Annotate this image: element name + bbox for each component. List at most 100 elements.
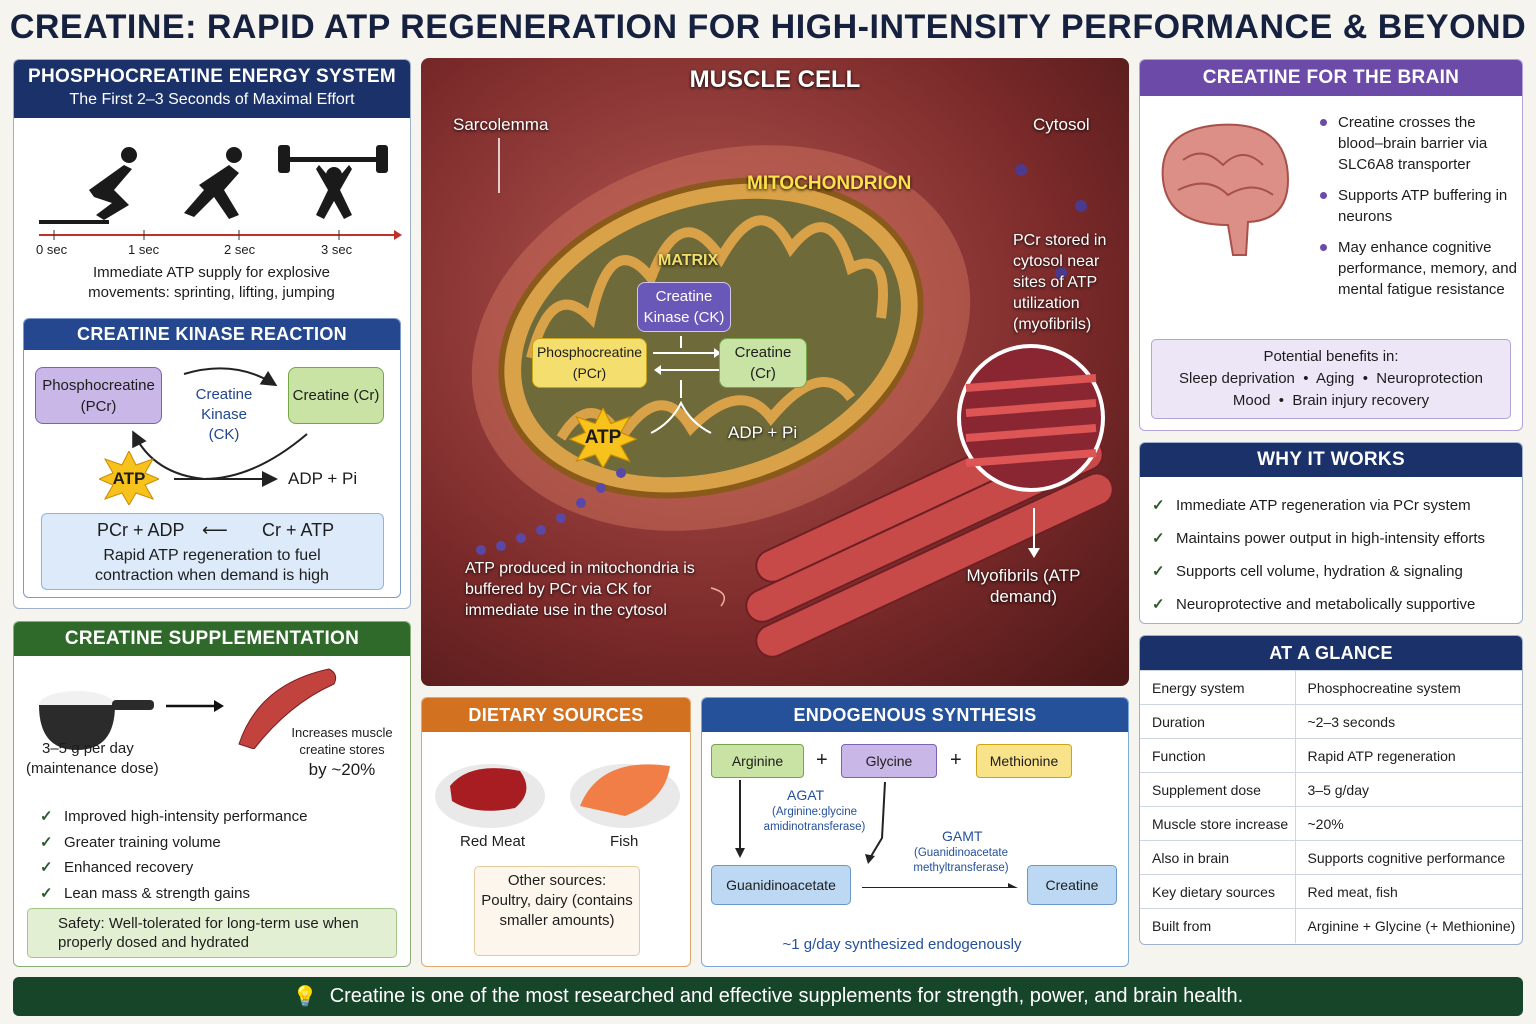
table-cell: Key dietary sources: [1140, 874, 1296, 909]
ck-enzyme-label: Creatine Kinase (CK): [195, 386, 253, 443]
eq-description: Rapid ATP regeneration to fuel contracti…: [95, 547, 329, 584]
lightbulb-icon: 💡: [292, 986, 318, 1008]
plus-2: +: [950, 749, 962, 771]
why-item: Neuroprotective and metabolically suppor…: [1152, 588, 1485, 621]
brain-point: May enhance cognitive performance, memor…: [1318, 237, 1518, 300]
brain-title: CREATINE FOR THE BRAIN: [1140, 60, 1522, 96]
diet-fish: Fish: [610, 833, 639, 850]
safety-note: Safety: Well-tolerated for long-term use…: [27, 908, 397, 958]
diet-title: DIETARY SOURCES: [422, 698, 690, 732]
benefit-item: Improved high-intensity performance: [40, 804, 307, 830]
arginine-box: Arginine: [711, 744, 804, 778]
ck-reaction-panel: CREATINE KINASE REACTION Phosphocreatine…: [23, 318, 401, 598]
tick-3: 3 sec: [321, 242, 353, 257]
glance-title: AT A GLANCE: [1140, 636, 1522, 670]
why-list: Immediate ATP regeneration via PCr syste…: [1152, 489, 1485, 621]
why-item: Supports cell volume, hydration & signal…: [1152, 555, 1485, 588]
why-item: Immediate ATP regeneration via PCr syste…: [1152, 489, 1485, 522]
food-illustration: [435, 764, 680, 828]
pcr-subtitle: The First 2–3 Seconds of Maximal Effort: [69, 91, 355, 108]
table-cell: Arginine + Glycine (+ Methionine): [1295, 908, 1522, 943]
table-cell: ~20%: [1295, 806, 1522, 841]
footer-text: Creatine is one of the most researched a…: [329, 985, 1244, 1007]
cytosol-label: Cytosol: [1033, 115, 1090, 134]
buffer-label: ATP produced in mitochondria is buffered…: [465, 560, 695, 619]
table-row: Duration~2–3 seconds: [1140, 704, 1522, 739]
eq-right: Cr + ATP: [262, 520, 335, 540]
ck-atp-star: [99, 451, 159, 505]
supp-dose: 3–5 g per day: [42, 740, 134, 757]
pcr-stored-label: PCr stored in cytosol near sites of ATP …: [1013, 232, 1107, 333]
ck-pcr-box: Phosphocreatine (PCr): [35, 367, 162, 424]
table-cell: Function: [1140, 738, 1296, 773]
benefits-line-2: Mood • Brain injury recovery: [1232, 392, 1430, 409]
supp-increase-by: by ~20%: [308, 760, 376, 779]
sarcolemma-label: Sarcolemma: [453, 115, 549, 134]
brain-points: Creatine crosses the blood–brain barrier…: [1318, 112, 1518, 310]
table-cell: Phosphocreatine system: [1295, 670, 1522, 705]
supp-title: CREATINE SUPPLEMENTATION: [14, 622, 410, 656]
footer-banner: 💡 Creatine is one of the most researched…: [13, 977, 1523, 1016]
ck-cr-box: Creatine (Cr): [288, 367, 384, 424]
brain-panel: CREATINE FOR THE BRAIN Creatine crosses …: [1139, 59, 1523, 431]
glycine-box: Glycine: [841, 744, 937, 778]
pcr-title: PHOSPHOCREATINE ENERGY SYSTEM: [27, 66, 396, 87]
synth-arrows: [735, 780, 1018, 888]
synthesis-panel: ENDOGENOUS SYNTHESIS Arginine + Glycine …: [701, 697, 1129, 967]
tick-0: 0 sec: [36, 242, 68, 257]
synth-title: ENDOGENOUS SYNTHESIS: [702, 698, 1128, 732]
table-row: Muscle store increase~20%: [1140, 806, 1522, 841]
cell-atp-star: [568, 408, 638, 468]
plus-1: +: [816, 749, 828, 771]
creatine-box: Creatine: [1027, 865, 1117, 905]
athletes-illustration: [39, 145, 388, 224]
tick-1: 1 sec: [128, 242, 160, 257]
muscle-cell-panel: MUSCLE CELL Sarcolemma Cytosol MITOCHOND…: [421, 58, 1129, 686]
cell-pcr-box: Phosphocreatine (PCr): [532, 338, 647, 388]
pcr-energy-panel: PHOSPHOCREATINE ENERGY SYSTEM The First …: [13, 59, 411, 609]
table-cell: Energy system: [1140, 670, 1296, 705]
table-cell: Rapid ATP regeneration: [1295, 738, 1522, 773]
time-axis: [39, 230, 402, 240]
agat-full: (Arginine:glycine amidinotransferase): [763, 806, 866, 833]
table-cell: Red meat, fish: [1295, 874, 1522, 909]
table-cell: Built from: [1140, 908, 1296, 943]
ck-atp-label: ATP: [112, 469, 146, 488]
ck-title: CREATINE KINASE REACTION: [24, 319, 400, 350]
methionine-box: Methionine: [976, 744, 1072, 778]
gamt-label: GAMT: [942, 828, 983, 844]
cell-atp-label: ATP: [584, 427, 622, 448]
table-cell: Duration: [1140, 704, 1296, 739]
mito-label: MITOCHONDRION: [747, 173, 912, 194]
pcr-description: Immediate ATP supply for explosive movem…: [88, 264, 335, 301]
benefit-item: Enhanced recovery: [40, 855, 307, 881]
table-cell: 3–5 g/day: [1295, 772, 1522, 807]
gamt-full: (Guanidinoacetate methyltransferase): [913, 847, 1009, 874]
synth-note: ~1 g/day synthesized endogenously: [782, 936, 1022, 953]
why-panel: WHY IT WORKS Immediate ATP regeneration …: [1139, 442, 1523, 624]
why-title: WHY IT WORKS: [1140, 443, 1522, 477]
table-cell: Supplement dose: [1140, 772, 1296, 807]
supplementation-panel: CREATINE SUPPLEMENTATION 3–5 g per day (…: [13, 621, 411, 967]
page-title: CREATINE: RAPID ATP REGENERATION FOR HIG…: [9, 8, 1527, 46]
other-title: Other sources:: [507, 872, 607, 889]
guanidinoacetate-box: Guanidinoacetate: [711, 865, 851, 905]
brain-point: Supports ATP buffering in neurons: [1318, 185, 1518, 227]
scoop-illustration: [39, 691, 154, 750]
supp-arrow: [166, 700, 224, 712]
table-cell: ~2–3 seconds: [1295, 704, 1522, 739]
dietary-panel: DIETARY SOURCES Red Meat Fish Other sour…: [421, 697, 691, 967]
matrix-label: MATRIX: [658, 252, 719, 269]
eq-arrow: ⟵: [202, 520, 228, 540]
benefit-item: Greater training volume: [40, 830, 307, 856]
cell-cr-box: Creatine (Cr): [719, 338, 807, 388]
myofibrils-label: Myofibrils (ATP demand): [966, 566, 1081, 606]
brain-point: Creatine crosses the blood–brain barrier…: [1318, 112, 1518, 175]
